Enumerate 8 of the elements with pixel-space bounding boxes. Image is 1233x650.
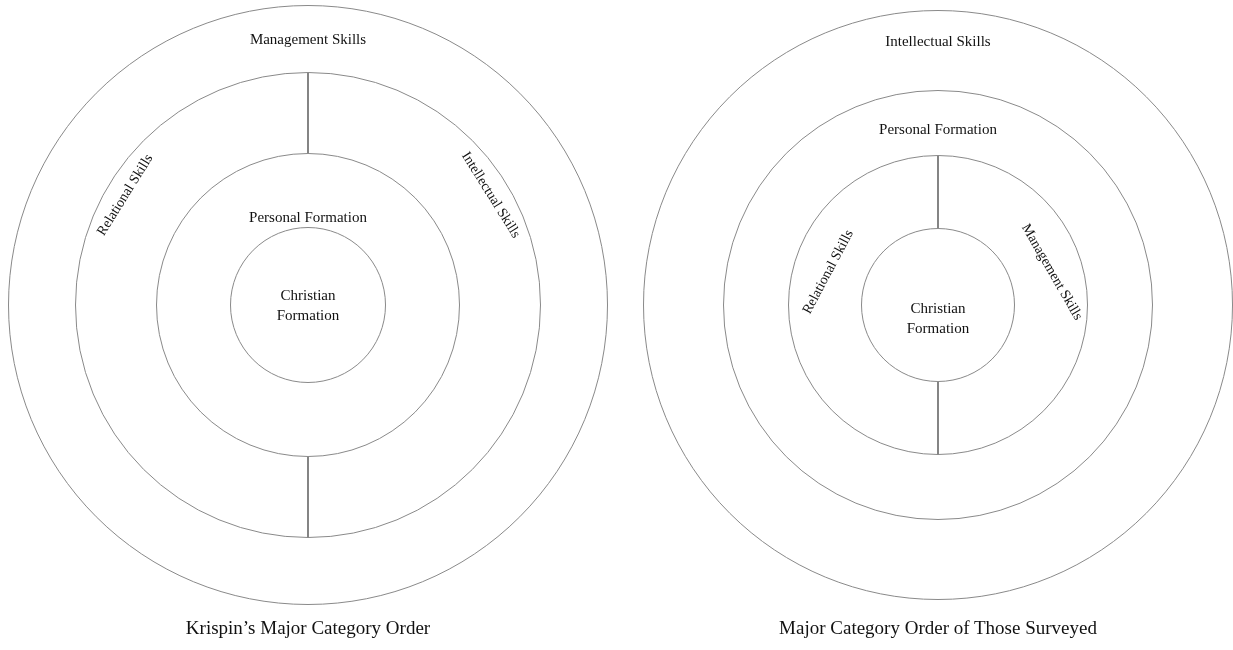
- caption: Major Category Order of Those Surveyed: [779, 617, 1097, 639]
- ring-label: Christian Formation: [275, 285, 341, 324]
- caption: Krispin’s Major Category Order: [185, 617, 431, 639]
- ring-label: Personal Formation: [879, 120, 997, 140]
- ring-label: Management Skills: [249, 30, 367, 50]
- ring-label: Personal Formation: [249, 208, 367, 228]
- ring-label: Intellectual Skills: [885, 32, 991, 52]
- ring-label: Christian Formation: [905, 298, 971, 337]
